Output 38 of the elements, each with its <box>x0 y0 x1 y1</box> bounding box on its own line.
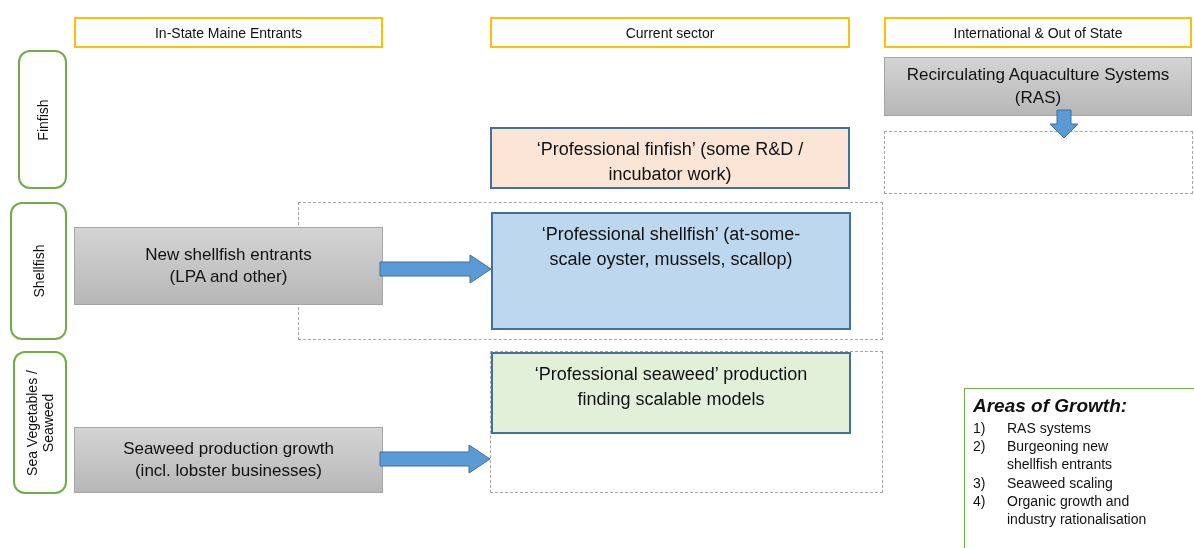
list-number: 2) <box>973 437 987 457</box>
block-arrow <box>379 254 492 284</box>
block-arrow <box>1049 109 1079 139</box>
process-box <box>74 427 383 493</box>
block-arrow <box>379 444 491 474</box>
list-item: RAS systems <box>1007 419 1092 438</box>
header-label: Current sector <box>625 24 715 41</box>
box-label: Recirculating Aquaculture Systems (RAS) <box>905 64 1171 109</box>
box-label: ‘Professional shellfish’ (at-some-scale oyster, mussels, scallop) <box>540 223 802 272</box>
header-label: International & Out of State <box>953 24 1123 41</box>
row-label: Sea Vegetables / Seaweed <box>23 368 57 478</box>
box-label: Seaweed production growth (incl. lobster businesses) <box>122 437 335 482</box>
row-label-box <box>10 202 67 340</box>
list-item: Burgeoning new shellfish entrants <box>1007 437 1114 474</box>
legend-panel <box>964 388 1194 548</box>
box-label: ‘Professional seaweed’ production finding scalable models <box>533 363 809 412</box>
box-label: ‘Professional finfish’ (some R&D / incubator work) <box>535 138 805 187</box>
legend-title: Areas of Growth: <box>973 395 1129 417</box>
list-number: 3) <box>973 473 987 492</box>
row-label-box <box>18 50 67 189</box>
sector-box <box>491 352 851 434</box>
process-box <box>74 227 383 305</box>
list-number: 1) <box>973 419 987 438</box>
sector-box <box>491 212 851 330</box>
sector-box <box>490 127 850 189</box>
box-label: New shellfish entrants (LPA and other) <box>144 243 313 288</box>
row-label: Shellfish <box>30 243 47 300</box>
process-box <box>884 57 1192 116</box>
row-label: Finfish <box>34 97 51 143</box>
list-number: 4) <box>973 491 987 511</box>
list-item: Seaweed scaling <box>1007 473 1114 492</box>
row-label-box <box>13 351 67 494</box>
header-label: In-State Maine Entrants <box>154 24 303 41</box>
list-item: Organic growth and industry rationalisation <box>1007 491 1148 529</box>
column-header <box>884 17 1192 48</box>
column-header <box>490 17 850 48</box>
column-header <box>74 17 383 48</box>
dashed-region <box>490 351 883 493</box>
